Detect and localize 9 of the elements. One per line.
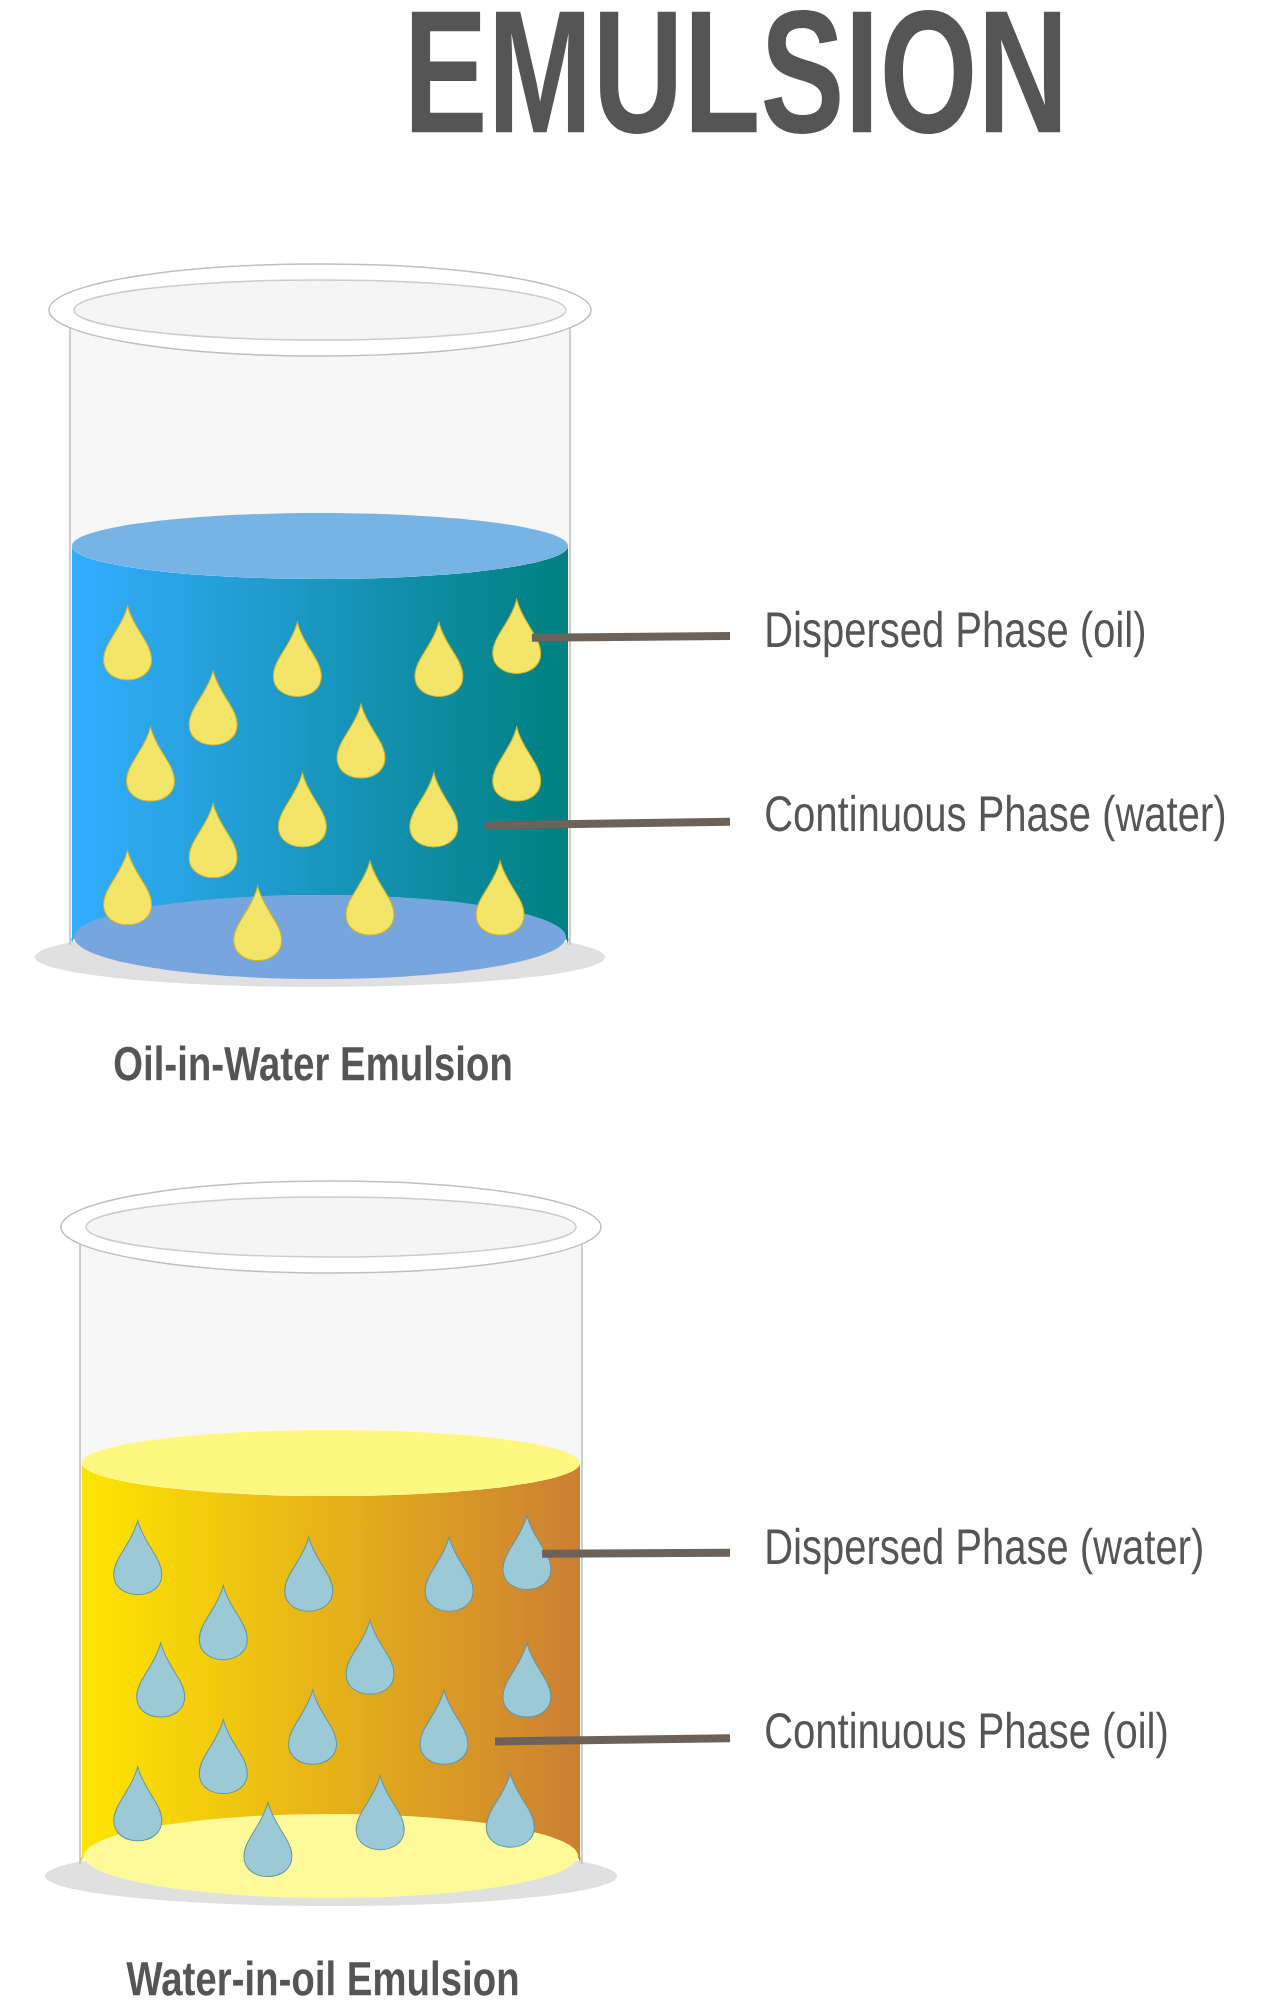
caption: Oil-in-Water Emulsion — [114, 1045, 511, 1081]
droplet — [492, 598, 542, 674]
leader-label: Dispersed Phase (water) — [767, 1527, 1202, 1575]
caption: Water-in-oil Emulsion — [126, 1960, 518, 1996]
leader-label: Dispersed Phase (oil) — [767, 610, 1144, 658]
droplet — [502, 1514, 552, 1590]
leader-label: Continuous Phase (water) — [766, 794, 1225, 842]
leader-label: Continuous Phase (oil) — [766, 1711, 1167, 1759]
title: EMULSION — [411, 10, 1061, 134]
